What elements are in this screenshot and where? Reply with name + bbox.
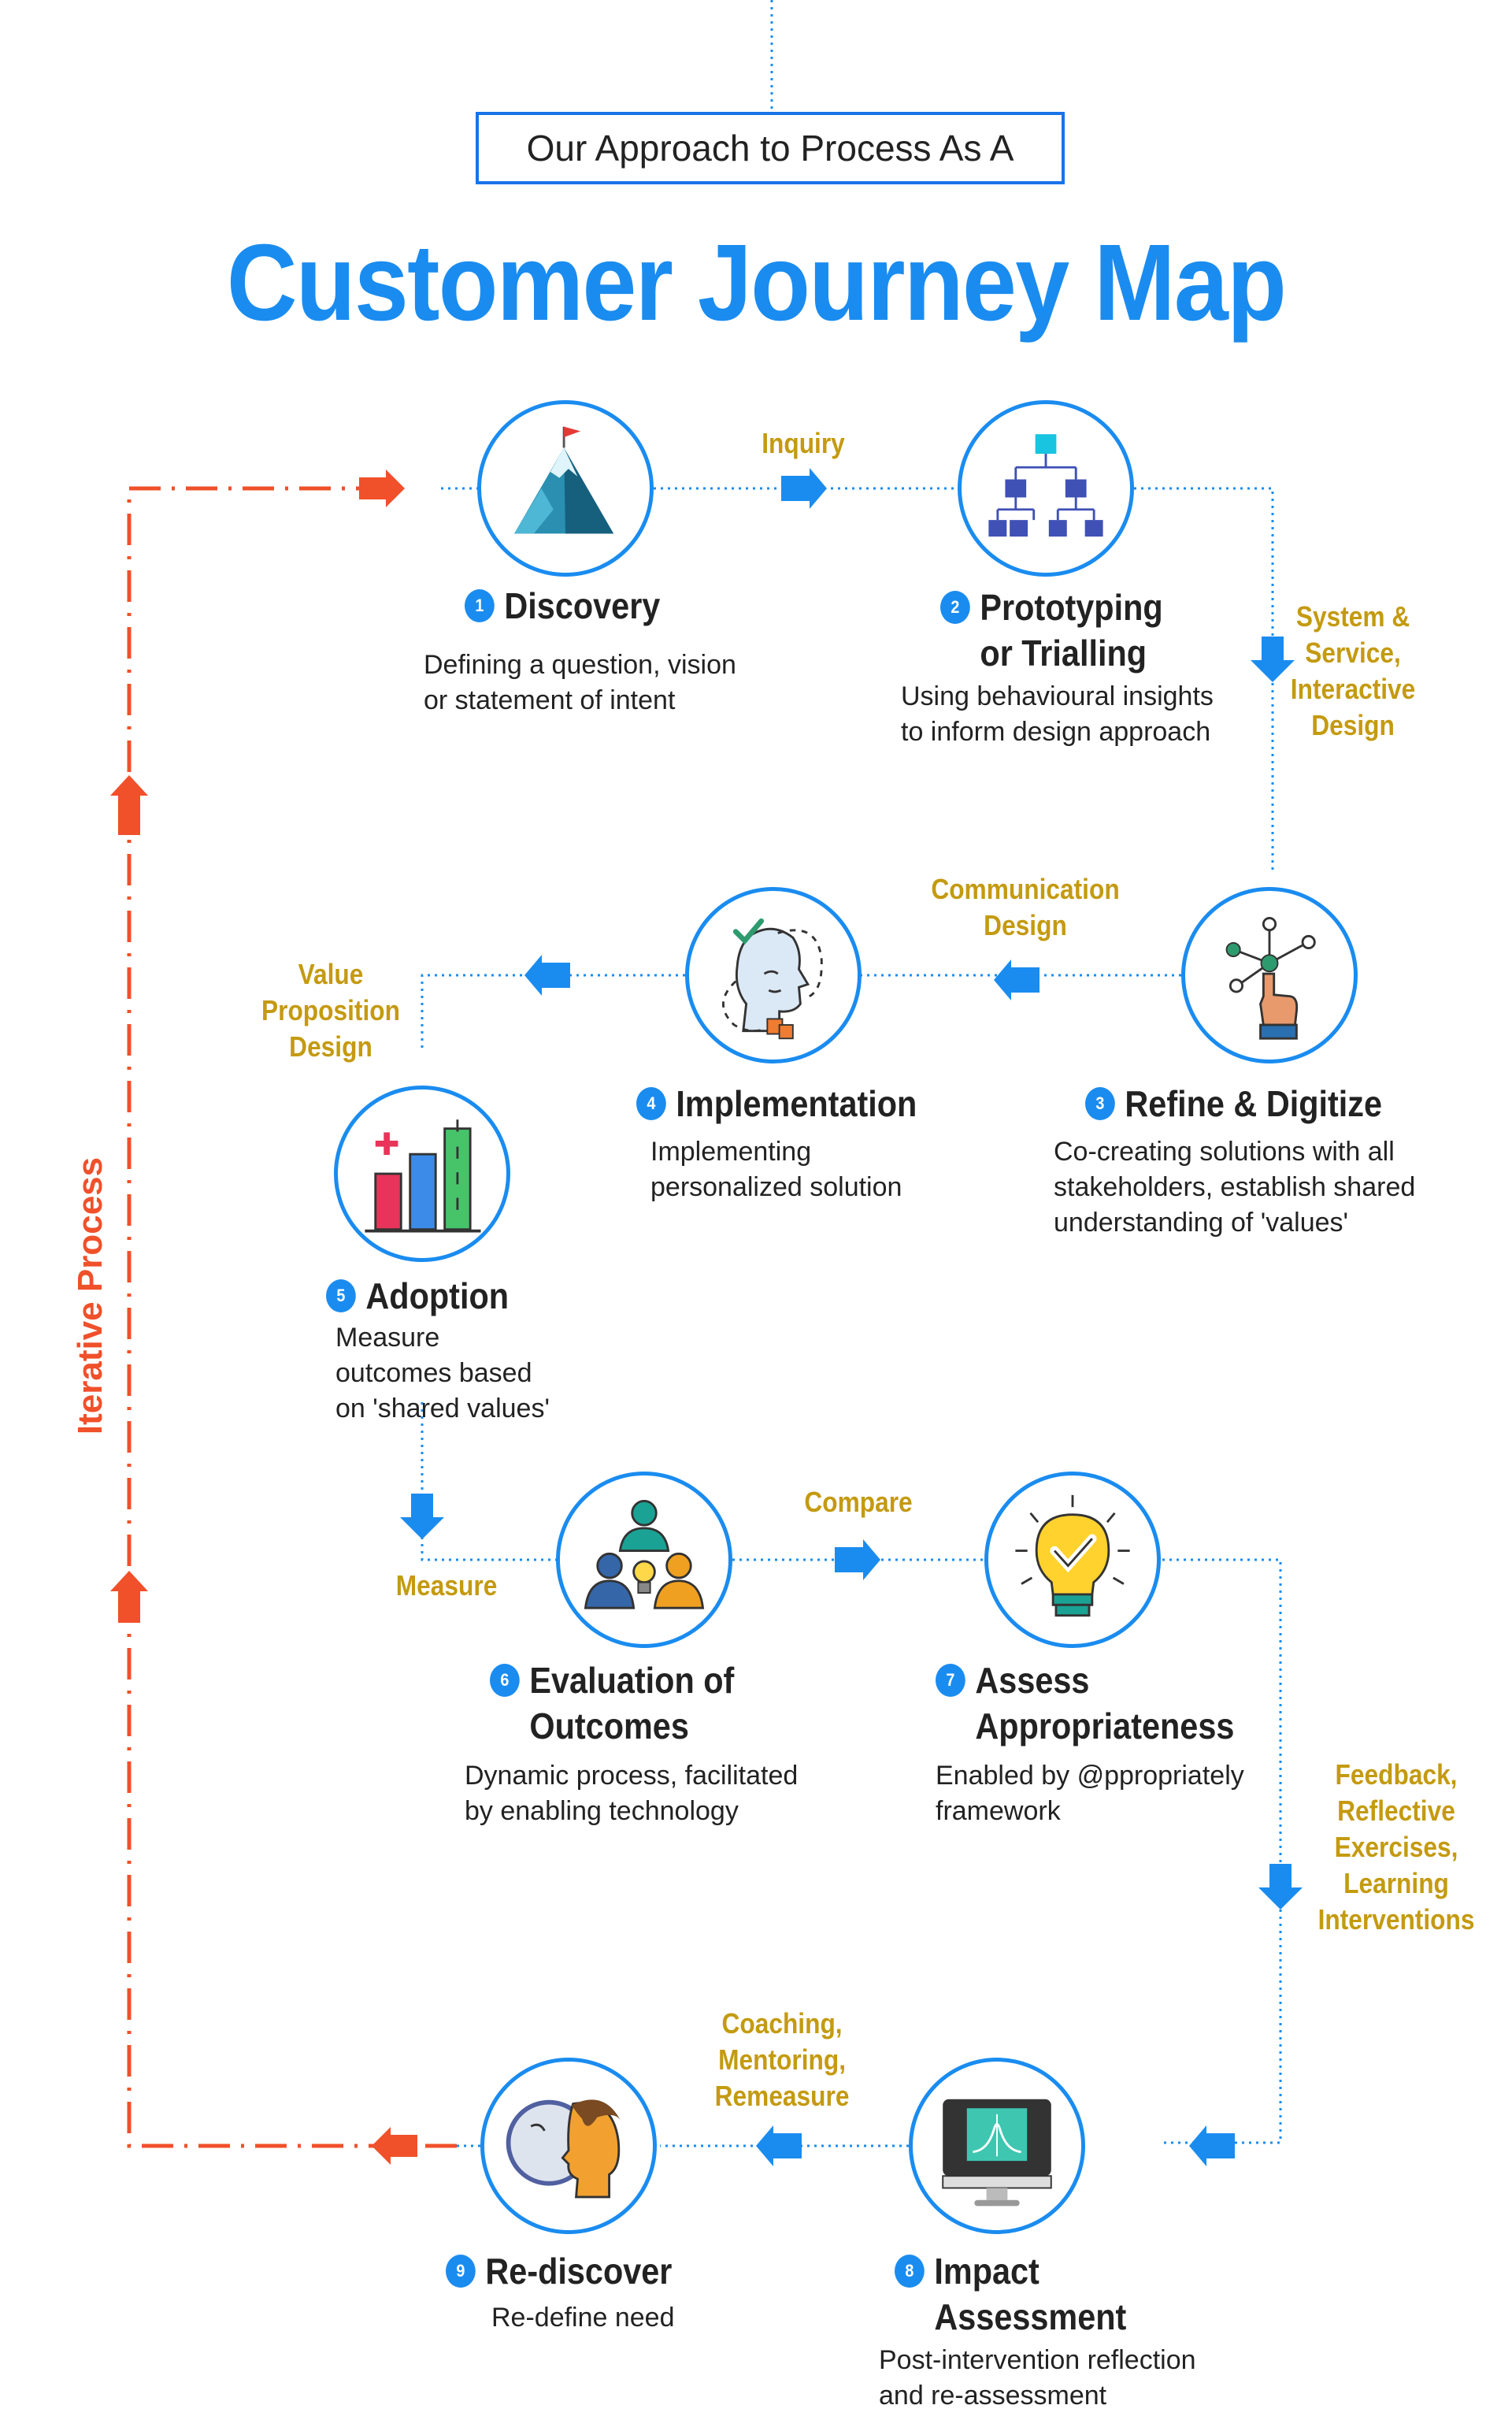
- step-8-circle: [909, 2058, 1085, 2234]
- mountain-flag-icon: [514, 426, 614, 534]
- step-4-badge: 4: [636, 1086, 666, 1120]
- arrow-left-icon: [756, 2125, 802, 2166]
- connector-feedback-label: Feedback, Reflective Exercises, Learning…: [1317, 1758, 1475, 1936]
- step-6-badge: 6: [490, 1663, 520, 1697]
- step-3-description: Co-creating solutions with all stakehold…: [1054, 1137, 1416, 1238]
- step-2-description: Using behavioural insights to inform des…: [901, 681, 1214, 747]
- connector-value-proposition-label: Value Proposition Design: [261, 958, 400, 1063]
- step-1-circle: [477, 400, 654, 577]
- step-8-badge: 8: [895, 2254, 925, 2288]
- connector-communication-label: Communication Design: [931, 873, 1120, 941]
- arrow-right-icon: [781, 468, 827, 509]
- arrow-right-icon: [835, 1539, 880, 1580]
- arrow-down-icon: [400, 1494, 444, 1539]
- step-9-description: Re-define need: [491, 2303, 675, 2333]
- monitor-graph-icon: [942, 2099, 1052, 2207]
- step-9-badge: 9: [446, 2254, 476, 2288]
- step-4-circle: [685, 887, 862, 1063]
- step-7-badge: 7: [936, 1663, 965, 1697]
- step-7-description: Enabled by @ppropriately framework: [936, 1761, 1244, 1826]
- connector-measure-label: Measure: [395, 1569, 498, 1602]
- org-chart-icon: [988, 434, 1103, 537]
- iterative-process-label: Iterative Process: [71, 1156, 109, 1435]
- loop-arrow-left-icon: [372, 2127, 417, 2165]
- connector-coaching-label: Coaching, Mentoring, Remeasure: [714, 2007, 850, 2112]
- page-title: Customer Journey Map: [226, 222, 1287, 343]
- step-1-badge: 1: [465, 588, 495, 622]
- step-6-circle: [556, 1472, 732, 1648]
- arrow-left-icon: [994, 959, 1040, 1000]
- step-7-circle: [984, 1472, 1161, 1648]
- step-3-circle: [1181, 887, 1358, 1063]
- bar-chart-icon: [365, 1119, 481, 1233]
- connector-system-service-label: System & Service, Interactive Design: [1290, 600, 1416, 741]
- step-1-description: Defining a question, vision or statement…: [424, 650, 736, 715]
- arrow-down-icon: [1258, 1864, 1303, 1910]
- arrow-down-icon: [1251, 637, 1295, 682]
- step-3-badge: 3: [1085, 1086, 1115, 1120]
- step-5-badge: 5: [326, 1279, 356, 1312]
- step-9-circle: [480, 2058, 657, 2234]
- step-2-badge: 2: [940, 590, 970, 624]
- hand-network-icon: [1225, 916, 1316, 1040]
- subtitle-box: Our Approach to Process As A: [476, 112, 1065, 184]
- two-faces-icon: [506, 2099, 621, 2199]
- loop-arrow-up-icon: [110, 1571, 148, 1623]
- people-idea-icon: [584, 1500, 705, 1609]
- step-6-description: Dynamic process, facilitated by enabling…: [465, 1761, 799, 1826]
- loop-arrow-up-icon: [110, 775, 148, 835]
- step-5-description: Measure outcomes based on 'shared values…: [335, 1323, 550, 1423]
- head-puzzle-icon: [722, 918, 823, 1040]
- connector-compare-label: Compare: [804, 1486, 913, 1518]
- arrow-left-icon: [1189, 2125, 1235, 2166]
- loop-arrow-right-icon: [359, 470, 405, 507]
- connector-inquiry-label: Inquiry: [762, 427, 845, 459]
- step-8-description: Post-intervention reflection and re-asse…: [879, 2345, 1196, 2411]
- arrow-left-icon: [524, 955, 570, 996]
- step-4-description: Implementing personalized solution: [650, 1137, 902, 1202]
- step-5-circle: [334, 1086, 510, 1262]
- lightbulb-check-icon: [1015, 1494, 1130, 1617]
- step-2-circle: [958, 400, 1134, 577]
